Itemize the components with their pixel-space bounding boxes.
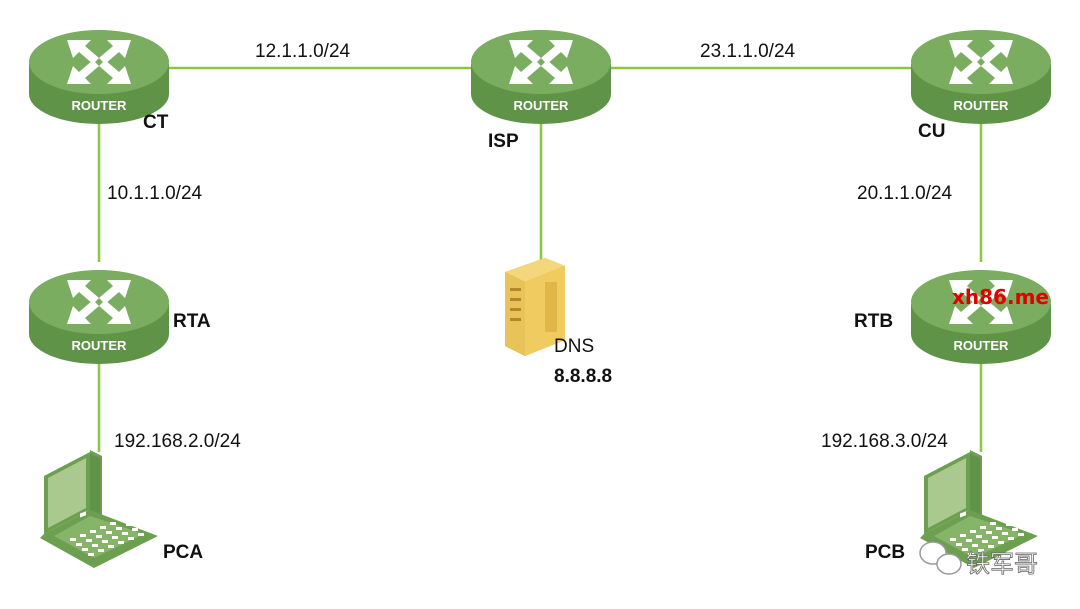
subnet-label-ct-rta: 10.1.1.0/24 <box>107 183 203 204</box>
keyboard-key <box>966 539 972 542</box>
keyboard-key <box>70 538 76 541</box>
device-name-isp: ISP <box>488 131 519 152</box>
wechat-watermark: 铁军哥 <box>919 541 1038 578</box>
keyboard-key <box>986 531 992 534</box>
laptop-pca[interactable] <box>40 450 158 568</box>
router-rta[interactable]: ROUTER <box>29 270 169 364</box>
keyboard-key <box>972 544 978 547</box>
keyboard-key <box>102 540 108 543</box>
keyboard-key <box>988 545 994 548</box>
keyboard-key <box>956 543 962 546</box>
keyboard-key <box>982 540 988 543</box>
keyboard-key <box>108 545 114 548</box>
keyboard-key <box>80 534 86 537</box>
router-isp[interactable]: ROUTER <box>471 30 611 124</box>
site-watermark: xh86.me <box>952 285 1049 309</box>
keyboard-key <box>88 553 94 556</box>
subnet-label-rtb-pcb: 192.168.3.0/24 <box>821 431 948 452</box>
keyboard-key <box>962 548 968 551</box>
keyboard-key <box>96 535 102 538</box>
keyboard-key <box>98 549 104 552</box>
keyboard-key <box>138 533 144 536</box>
router-type-label: ROUTER <box>72 98 128 113</box>
router-rtb[interactable]: ROUTER <box>911 270 1051 364</box>
keyboard-key <box>1018 533 1024 536</box>
keyboard-key <box>1008 537 1014 540</box>
keyboard-key <box>1002 532 1008 535</box>
keyboard-key <box>122 532 128 535</box>
keyboard-key <box>116 527 122 530</box>
keyboard-key <box>128 537 134 540</box>
subnet-label-rta-pca: 192.168.2.0/24 <box>114 431 241 452</box>
keyboard-key <box>968 553 974 556</box>
keyboard-key <box>990 522 996 525</box>
keyboard-key <box>90 530 96 533</box>
router-type-label: ROUTER <box>954 98 1010 113</box>
keyboard-key <box>950 538 956 541</box>
keyboard-key <box>112 536 118 539</box>
keyboard-key <box>970 530 976 533</box>
keyboard-key <box>126 523 132 526</box>
keyboard-key <box>132 528 138 531</box>
server-icon <box>505 258 565 356</box>
device-name-pca: PCA <box>163 542 203 563</box>
router-ct[interactable]: ROUTER <box>29 30 169 124</box>
keyboard-key <box>86 539 92 542</box>
device-name-rtb: RTB <box>854 311 893 332</box>
keyboard-key <box>110 522 116 525</box>
keyboard-key <box>1000 518 1006 521</box>
router-cu[interactable]: ROUTER <box>911 30 1051 124</box>
keyboard-key <box>980 526 986 529</box>
keyboard-key <box>992 536 998 539</box>
keyboard-key <box>92 544 98 547</box>
dns-ip-address: 8.8.8.8 <box>554 366 612 387</box>
keyboard-key <box>1012 528 1018 531</box>
device-name-ct: CT <box>143 112 169 133</box>
router-type-label: ROUTER <box>954 338 1010 353</box>
subnet-label-cu-rtb: 20.1.1.0/24 <box>857 183 953 204</box>
wechat-icon <box>919 541 962 575</box>
keyboard-key <box>996 527 1002 530</box>
keyboard-key <box>118 541 124 544</box>
keyboard-key <box>976 535 982 538</box>
device-name-pcb: PCB <box>865 542 905 563</box>
device-name-rta: RTA <box>173 311 211 332</box>
subnet-label-isp-cu: 23.1.1.0/24 <box>700 41 796 62</box>
keyboard-key <box>106 531 112 534</box>
links <box>97 66 983 452</box>
keyboard-key <box>120 518 126 521</box>
router-type-label: ROUTER <box>72 338 128 353</box>
dns-server[interactable] <box>505 258 565 356</box>
router-type-label: ROUTER <box>514 98 570 113</box>
device-name-cu: CU <box>918 121 945 142</box>
keyboard-key <box>82 548 88 551</box>
keyboard-key <box>76 543 82 546</box>
keyboard-key <box>100 526 106 529</box>
wechat-account-name: 铁军哥 <box>966 550 1038 578</box>
keyboard-key <box>960 534 966 537</box>
subnet-label-ct-isp: 12.1.1.0/24 <box>255 41 351 62</box>
keyboard-key <box>978 549 984 552</box>
keyboard-key <box>998 541 1004 544</box>
laptop-pcb[interactable] <box>920 450 1038 568</box>
device-name-dns: DNS <box>554 336 594 357</box>
keyboard-key <box>1006 523 1012 526</box>
